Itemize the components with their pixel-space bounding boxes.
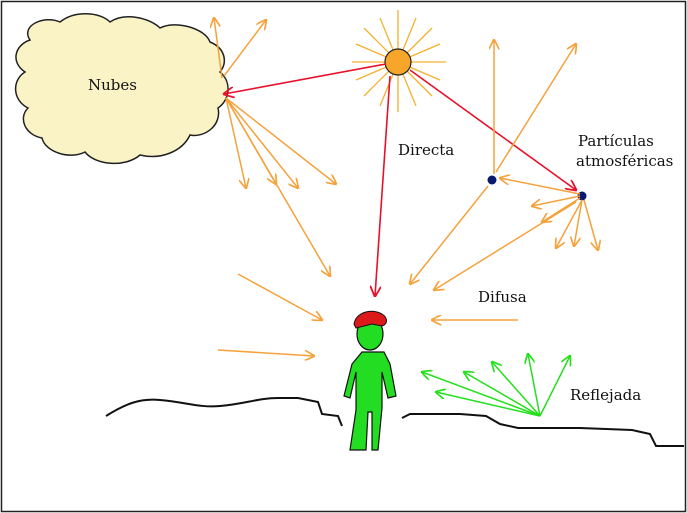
- direct-arrows: [224, 63, 576, 296]
- cloud-scatter-arrows: [214, 18, 336, 276]
- direct-arrow-to-particle: [409, 69, 576, 190]
- label-direct: Directa: [398, 141, 454, 159]
- person: [343, 310, 397, 451]
- label-reflected: Reflejada: [570, 386, 641, 404]
- label-particles-line2: atmosféricas: [576, 152, 673, 170]
- label-particles-line1: Partículas: [578, 132, 654, 150]
- diffuse-incoming-arrows: [217, 273, 518, 356]
- particle-scatter-arrows: [410, 40, 598, 290]
- particle-1: [487, 175, 497, 185]
- cloud: [14, 13, 229, 165]
- direct-arrow-to-person: [375, 75, 391, 296]
- sun: [384, 48, 412, 76]
- label-diffuse: Difusa: [478, 288, 527, 306]
- ground-left: [105, 397, 343, 427]
- label-clouds: Nubes: [88, 76, 137, 94]
- ground-right: [401, 413, 684, 447]
- direct-arrow-to-cloud: [224, 63, 387, 94]
- person-body: [343, 351, 397, 451]
- reflected-arrows: [422, 354, 570, 417]
- person-cap: [353, 310, 387, 329]
